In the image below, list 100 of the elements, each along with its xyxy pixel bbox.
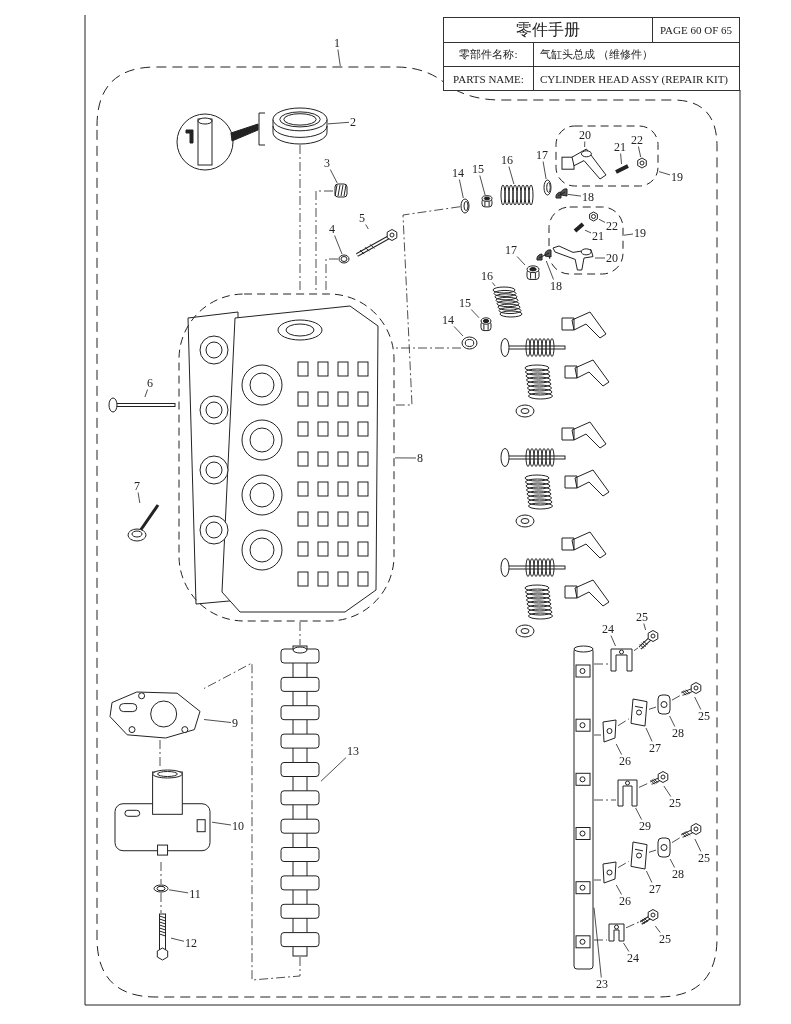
callout-number: 25 [697, 709, 711, 723]
leader-line [623, 942, 630, 952]
callout-number: 2 [349, 115, 357, 129]
plate-drawing [629, 840, 649, 871]
leader-line [584, 229, 592, 234]
bracket-drawing [607, 921, 626, 943]
callout-number: 15 [471, 162, 485, 176]
rocker-arm-drawing [560, 147, 608, 181]
leader-line [594, 257, 606, 259]
leader-line [491, 282, 496, 287]
valve-drawing [126, 503, 160, 543]
callout-number: 17 [504, 243, 518, 257]
callout-number: 24 [626, 951, 640, 965]
callout-number: 13 [346, 744, 360, 758]
bolt-drawing [154, 913, 171, 959]
callout-number: 12 [184, 936, 198, 950]
leader-line [620, 153, 622, 165]
spring-retainer-drawing [525, 265, 541, 282]
assembly-line [203, 662, 301, 981]
bolt-drawing [638, 630, 659, 651]
callout-number: 4 [328, 222, 336, 236]
callout-number: 25 [668, 796, 682, 810]
callout-number: 8 [416, 451, 424, 465]
washer-drawing [338, 254, 350, 264]
leader-line [635, 807, 642, 820]
callout-number: 19 [670, 170, 684, 184]
callout-number: 26 [618, 754, 632, 768]
leader-line [615, 743, 622, 755]
nut-drawing [636, 157, 648, 169]
nut-drawing [588, 211, 599, 222]
assembly-line [671, 837, 681, 843]
leader-line [453, 326, 464, 337]
spring-drawing [500, 184, 534, 206]
callout-number: 14 [441, 313, 455, 327]
manual-title: 零件手册 [443, 17, 653, 43]
leader-line [479, 175, 486, 196]
assembly-line [593, 939, 608, 941]
gasket-drawing [108, 688, 204, 740]
callout-number: 19 [633, 226, 647, 240]
assembly-line [593, 734, 602, 736]
leader-line [658, 171, 671, 176]
callout-number: 18 [549, 279, 563, 293]
assembly-line [648, 706, 657, 710]
leader-line [516, 256, 526, 266]
assembly-line [617, 718, 630, 727]
leader-line [144, 389, 148, 398]
field-label: PARTS NAME: [443, 66, 534, 91]
leader-line [669, 715, 676, 727]
callout-number: 27 [648, 741, 662, 755]
leader-line [567, 194, 582, 197]
leader-line [168, 889, 189, 894]
plug-drawing [333, 183, 349, 198]
washer-drawing [461, 336, 478, 350]
callout-number: 23 [595, 977, 609, 991]
assembly-line [633, 647, 639, 652]
washer-drawing [543, 179, 552, 196]
assembly-line [160, 892, 162, 914]
valve-keeper-drawing [555, 188, 568, 199]
callout-number: 24 [601, 622, 615, 636]
callout-number: 7 [133, 479, 141, 493]
field-value: CYLINDER HEAD ASSY (REPAIR KIT) [533, 66, 740, 91]
leader-line [334, 235, 343, 255]
spring-retainer-drawing [479, 317, 493, 333]
callout-number: 17 [535, 148, 549, 162]
leader-line [646, 870, 653, 883]
callout-number: 21 [591, 229, 605, 243]
callout-number: 10 [231, 819, 245, 833]
leader-line [694, 838, 702, 852]
plate-drawing [601, 718, 618, 744]
assembly-line [159, 739, 161, 769]
assembly-line [299, 621, 301, 646]
leader-line [643, 623, 646, 631]
leader-line [211, 821, 232, 826]
callout-number: 6 [146, 376, 154, 390]
washer-drawing [460, 198, 470, 214]
leader-line [170, 937, 185, 942]
leader-line [694, 696, 702, 710]
rocker-shaft-drawing [573, 645, 594, 970]
leader-line [459, 179, 464, 199]
callout-number: 21 [613, 140, 627, 154]
callout-number: 25 [635, 610, 649, 624]
assembly-line [394, 206, 461, 406]
leader-line [654, 925, 661, 933]
assembly-line [593, 879, 602, 881]
leader-line [470, 309, 480, 319]
callout-number: 29 [638, 819, 652, 833]
washer-drawing [153, 884, 169, 893]
callout-number: 16 [480, 269, 494, 283]
leader-line [598, 218, 606, 223]
callout-number: 25 [697, 851, 711, 865]
callout-number: 20 [605, 251, 619, 265]
bolt-drawing [639, 909, 659, 926]
leader-line [669, 858, 675, 868]
callout-number: 22 [630, 133, 644, 147]
rocker-arm-drawing [551, 244, 595, 272]
assembly-line [671, 695, 681, 701]
callout-number: 22 [605, 219, 619, 233]
valve-keeper-drawing [536, 249, 552, 261]
adjusting-screw-drawing [573, 222, 585, 233]
bracket-drawing [609, 646, 634, 673]
